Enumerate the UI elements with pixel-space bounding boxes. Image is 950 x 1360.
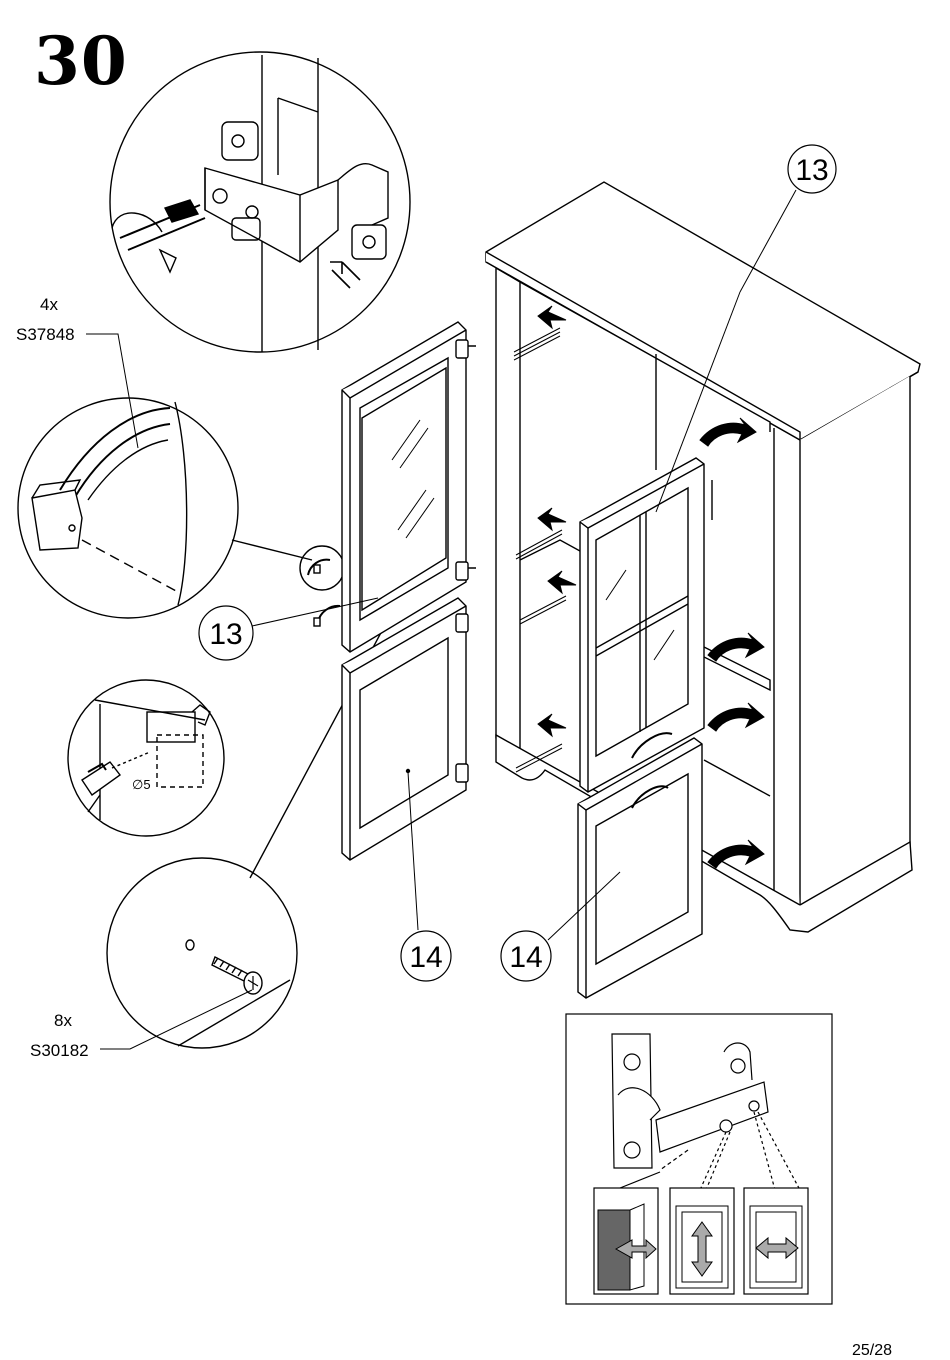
callout-13-top-label: 13 [795,154,828,187]
callout-14-left-label: 14 [409,941,442,974]
handle-detail-circle [18,398,344,618]
callout-14-center-label: 14 [509,941,542,974]
screw-quantity: 8x [54,1012,72,1029]
screw-part-code: S30182 [30,1042,89,1059]
hinge-adjust-vertical-icon [676,1206,728,1288]
handle-quantity: 4x [40,296,58,313]
hinge-detail-circle [110,52,410,352]
hinge-adjust-horizontal-icon [750,1206,802,1288]
callout-13-left-label: 13 [209,618,242,651]
handle-part-code: S37848 [16,326,75,343]
drill-detail-circle [68,680,224,836]
page-number: 25/28 [852,1342,892,1360]
left-door-14 [342,598,468,930]
drill-diameter-label: ∅5 [132,777,151,792]
